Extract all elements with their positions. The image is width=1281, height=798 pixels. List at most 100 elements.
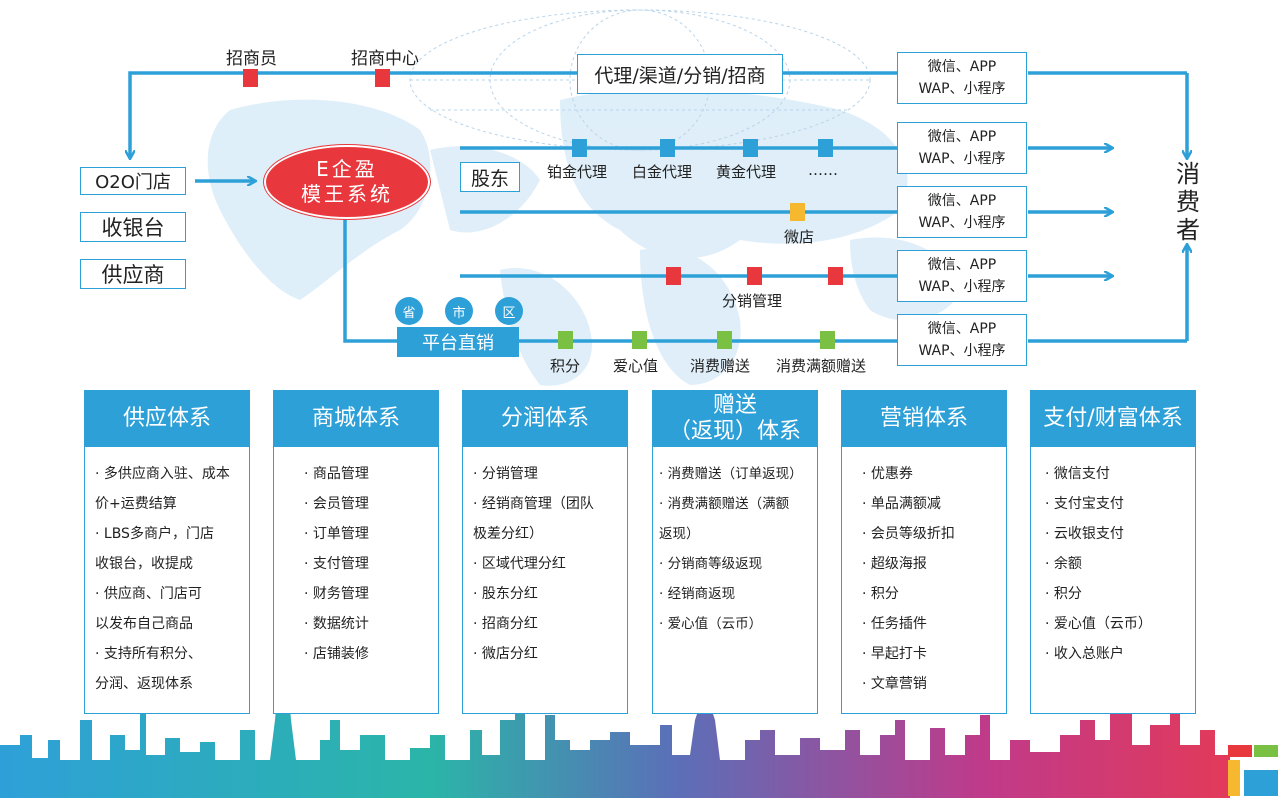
region-city: 市 — [445, 297, 473, 325]
panel-title: 赠送 （返现）体系 — [653, 391, 817, 447]
panel-item: · 招商分红 — [473, 616, 538, 632]
gift-cashback-panel: 赠送 （返现）体系 · 消费赠送（订单返现） · 消费满额赠送（满额 返现） ·… — [652, 390, 818, 714]
channel-box: 微信、APP WAP、小程序 — [897, 250, 1027, 302]
panel-item: · 会员管理 — [304, 496, 369, 512]
micro-shop-label: 微店 — [784, 228, 815, 246]
panel-list: · 多供应商入驻、成本 价+运费结算 · LBS多商户，门店 收银台，收提成 ·… — [95, 459, 245, 699]
panel-item: · 积分 — [862, 586, 899, 602]
panel-item: · 微店分红 — [473, 646, 538, 662]
consumer-label: 消费者 — [1176, 160, 1200, 244]
panel-item: · 积分 — [1045, 586, 1082, 602]
panel-item: · 商品管理 — [304, 466, 369, 482]
core-system-ellipse: E企盈 模王系统 — [264, 145, 430, 219]
panel-item: · 会员等级折扣 — [862, 526, 955, 542]
micro-shop-marker — [790, 203, 805, 221]
panel-item: · 供应商、门店可 以发布自己商品 — [95, 586, 202, 632]
panel-item: · LBS多商户，门店 收银台，收提成 — [95, 526, 214, 572]
panel-item: · 支持所有积分、 分润、返现体系 — [95, 646, 202, 692]
channel-box: 微信、APP WAP、小程序 — [897, 314, 1027, 366]
distribution-marker — [747, 267, 762, 285]
panel-list: · 商品管理 · 会员管理 · 订单管理 · 支付管理 · 财务管理 · 数据统… — [304, 459, 434, 669]
panel-item: · 店铺装修 — [304, 646, 369, 662]
core-line2: 模王系统 — [301, 182, 393, 206]
panel-item: · 分销管理 — [473, 466, 538, 482]
panel-item: · 早起打卡 — [862, 646, 927, 662]
channel-text: 微信、APP WAP、小程序 — [918, 129, 1006, 167]
channel-box: 微信、APP WAP、小程序 — [897, 52, 1027, 104]
channel-box: 微信、APP WAP、小程序 — [897, 186, 1027, 238]
panel-item: · 微信支付 — [1045, 466, 1110, 482]
mall-system-panel: 商城体系 · 商品管理 · 会员管理 · 订单管理 · 支付管理 · 财务管理 … — [273, 390, 439, 714]
panel-item: · 财务管理 — [304, 586, 369, 602]
panel-item: · 收入总账户 — [1045, 646, 1124, 662]
panel-item: · 余额 — [1045, 556, 1082, 572]
agent-marker — [818, 139, 833, 157]
panel-item: · 超级海报 — [862, 556, 927, 572]
distribution-marker — [828, 267, 843, 285]
agent-level-label: 白金代理 — [632, 163, 693, 181]
panel-item: · 单品满额减 — [862, 496, 941, 512]
platform-item-label: 积分 — [550, 357, 581, 375]
panel-title: 分润体系 — [463, 391, 627, 447]
platform-marker — [717, 331, 732, 349]
panel-list: · 微信支付 · 支付宝支付 · 云收银支付 · 余额 · 积分 · 爱心值（云… — [1045, 459, 1191, 669]
panel-item: · 文章营销 — [862, 676, 927, 692]
corner-logo-icon — [1228, 745, 1278, 796]
platform-item-label: 爱心值 — [613, 357, 659, 375]
distribution-label: 分销管理 — [722, 292, 783, 310]
panel-item: · 订单管理 — [304, 526, 369, 542]
panel-item: · 数据统计 — [304, 616, 369, 632]
panel-item: · 分销商等级返现 — [659, 556, 763, 572]
panel-item: · 支付管理 — [304, 556, 369, 572]
panel-title: 支付/财富体系 — [1031, 391, 1195, 447]
recruit-center-label: 招商中心 — [351, 49, 419, 69]
channel-text: 微信、APP WAP、小程序 — [918, 257, 1006, 295]
supplier-box: 供应商 — [80, 259, 186, 289]
city-skyline — [0, 640, 1230, 798]
platform-item-label: 消费赠送 — [690, 357, 751, 375]
panel-item: · 支付宝支付 — [1045, 496, 1124, 512]
agent-marker — [660, 139, 675, 157]
platform-marker — [558, 331, 573, 349]
channel-box: 微信、APP WAP、小程序 — [897, 122, 1027, 174]
payment-wealth-panel: 支付/财富体系 · 微信支付 · 支付宝支付 · 云收银支付 · 余额 · 积分… — [1030, 390, 1196, 714]
core-line1: E企盈 — [316, 157, 378, 181]
panel-item: · 云收银支付 — [1045, 526, 1124, 542]
platform-item-label: 消费满额赠送 — [776, 357, 867, 375]
channel-text: 微信、APP WAP、小程序 — [918, 321, 1006, 359]
platform-marker — [632, 331, 647, 349]
region-province: 省 — [395, 297, 423, 325]
agent-marker — [572, 139, 587, 157]
agent-level-label: 黄金代理 — [716, 163, 777, 181]
recruiter-label: 招商员 — [226, 49, 277, 69]
platform-direct-box: 平台直销 — [397, 327, 519, 357]
panel-item: · 区域代理分红 — [473, 556, 566, 572]
panel-list: · 分销管理 · 经销商管理（团队 极差分红） · 区域代理分红 · 股东分红 … — [473, 459, 623, 669]
platform-line — [343, 212, 897, 343]
agent-level-label: …… — [808, 161, 838, 179]
region-district: 区 — [495, 297, 523, 325]
panel-item: · 爱心值（云币） — [659, 616, 763, 632]
panel-title: 供应体系 — [85, 391, 249, 447]
panel-item: · 消费赠送（订单返现） — [659, 466, 803, 482]
channel-text: 微信、APP WAP、小程序 — [918, 193, 1006, 231]
cashier-box: 收银台 — [80, 212, 186, 242]
panel-item: · 经销商管理（团队 极差分红） — [473, 496, 594, 542]
agent-marker — [743, 139, 758, 157]
agency-box: 代理/渠道/分销/招商 — [577, 54, 783, 94]
recruit-center-marker — [375, 69, 390, 87]
panel-item: · 经销商返现 — [659, 586, 736, 602]
panel-item: · 任务插件 — [862, 616, 927, 632]
recruiter-marker — [243, 69, 258, 87]
panel-title: 商城体系 — [274, 391, 438, 447]
panel-item: · 优惠券 — [862, 466, 913, 482]
shareholder-box: 股东 — [460, 162, 520, 192]
supply-system-panel: 供应体系 · 多供应商入驻、成本 价+运费结算 · LBS多商户，门店 收银台，… — [84, 390, 250, 714]
distribution-marker — [666, 267, 681, 285]
panel-item: · 消费满额赠送（满额 返现） — [659, 496, 790, 542]
o2o-store-box: O2O门店 — [80, 167, 186, 195]
agent-level-label: 铂金代理 — [547, 163, 608, 181]
panel-item: · 爱心值（云币） — [1045, 616, 1152, 632]
